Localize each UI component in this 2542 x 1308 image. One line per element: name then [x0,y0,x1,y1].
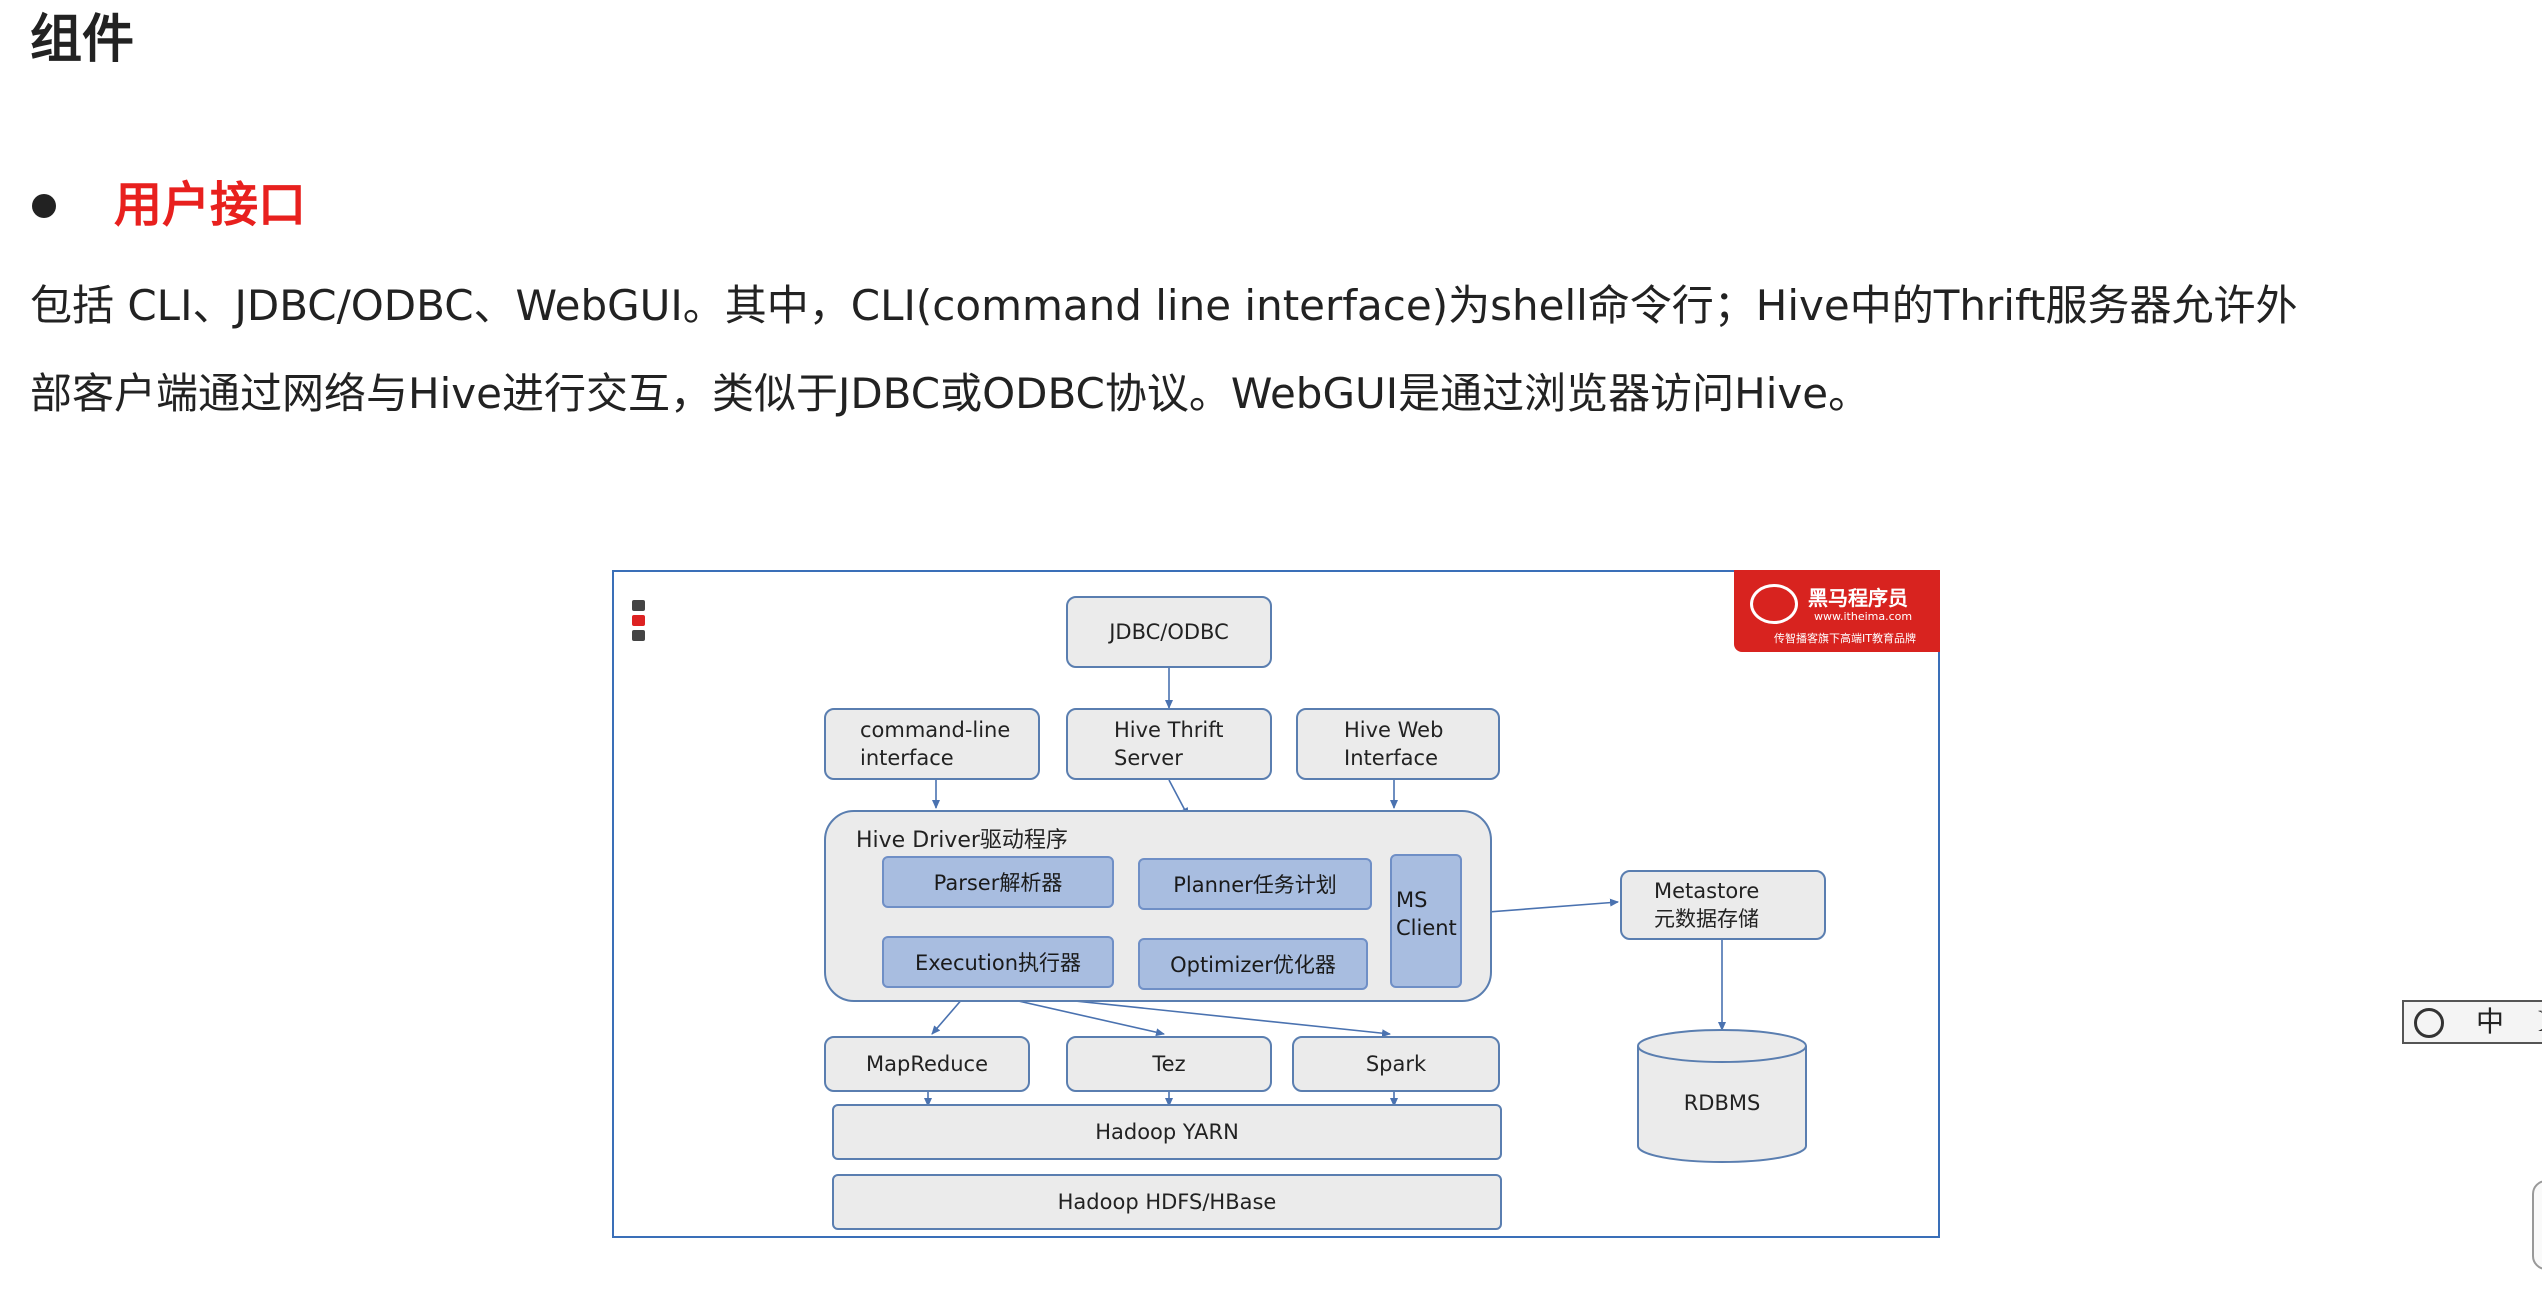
planner-box: Planner任务计划 [1138,858,1372,910]
box-command-line: command-line interface [824,708,1040,780]
ime-language-toggle[interactable]: 中 [2476,1005,2505,1038]
bullet-heading: 用户接口 [114,177,307,233]
ms-label-1: MS [1396,888,1428,912]
logo-slogan: 传智播客旗下高端IT教育品牌 [1774,632,1916,645]
ime-logo-icon[interactable] [2414,1008,2444,1038]
ms-client-box: MS Client [1390,854,1462,988]
paragraph-line-1: 包括 CLI、JDBC/ODBC、WebGUI。其中，CLI(command l… [30,281,2298,330]
bullet-dot-icon [32,194,56,218]
box-jdbc-odbc: JDBC/ODBC [1066,596,1272,668]
yarn-label: Hadoop YARN [1095,1120,1239,1144]
rdbms-label: RDBMS [1684,1091,1761,1115]
cli-label-2: interface [860,746,954,770]
box-hive-web: Hive Web Interface [1296,708,1500,780]
hive-driver-box: Hive Driver驱动程序 Parser解析器 Planner任务计划 Ex… [824,810,1492,1002]
body-paragraph: 包括 CLI、JDBC/ODBC、WebGUI。其中，CLI(command l… [30,262,2510,438]
edge-scroll-tab[interactable] [2532,1180,2542,1270]
execution-box: Execution执行器 [882,936,1114,988]
box-hadoop-yarn: Hadoop YARN [832,1104,1502,1160]
optimizer-label: Optimizer优化器 [1170,953,1336,977]
thrift-label-1: Hive Thrift [1114,718,1224,742]
box-hive-thrift: Hive Thrift Server [1066,708,1272,780]
architecture-diagram: RDBMS 黑马程序员 www.itheima.com 传智播客旗下高端IT教育… [612,570,1940,1238]
hdfs-label: Hadoop HDFS/HBase [1057,1190,1277,1214]
parser-box: Parser解析器 [882,856,1114,908]
metastore-label-1: Metastore [1654,879,1760,903]
box-metastore: Metastore 元数据存储 [1620,870,1826,940]
spark-label: Spark [1365,1052,1427,1076]
metastore-label-2: 元数据存储 [1654,907,1759,931]
slide-thumbnail-icon [632,600,646,645]
cli-label-1: command-line [860,718,1011,742]
horse-logo-icon [1750,584,1798,624]
logo-name: 黑马程序员 [1808,586,1908,610]
itheima-logo: 黑马程序员 www.itheima.com 传智播客旗下高端IT教育品牌 [1734,570,1940,652]
box-mapreduce: MapReduce [824,1036,1030,1092]
web-label-1: Hive Web [1344,718,1444,742]
box-tez: Tez [1066,1036,1272,1092]
planner-label: Planner任务计划 [1173,873,1337,897]
ime-toolbar[interactable]: 中 ☽ [2402,1000,2542,1044]
mapreduce-label: MapReduce [866,1052,988,1076]
ime-moon-icon[interactable]: ☽ [2528,1005,2542,1038]
web-label-2: Interface [1344,746,1439,770]
driver-title: Hive Driver驱动程序 [856,828,1068,853]
diagram-arrows: RDBMS [924,668,1807,1163]
box-spark: Spark [1292,1036,1500,1092]
logo-url: www.itheima.com [1814,610,1913,623]
page-title: 组件 [30,10,135,70]
ms-label-2: Client [1396,916,1457,940]
box-jdbc-label: JDBC/ODBC [1109,620,1229,644]
parser-label: Parser解析器 [933,871,1063,895]
paragraph-line-2: 部客户端通过网络与Hive进行交互，类似于JDBC或ODBC协议。WebGUI是… [30,369,1871,418]
tez-label: Tez [1152,1052,1186,1076]
box-hadoop-hdfs: Hadoop HDFS/HBase [832,1174,1502,1230]
execution-label: Execution执行器 [914,951,1082,975]
thrift-label-2: Server [1114,746,1183,770]
rdbms-cylinder: RDBMS [1637,1029,1807,1163]
optimizer-box: Optimizer优化器 [1138,938,1368,990]
